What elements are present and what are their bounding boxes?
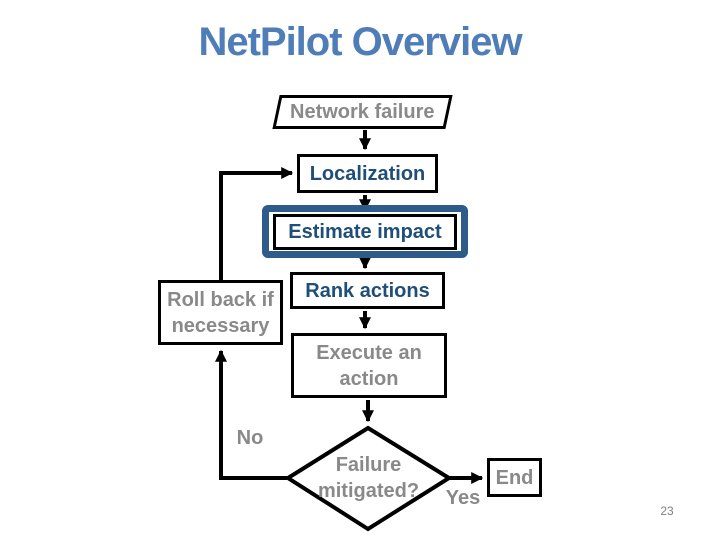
- node-rank-actions: Rank actions: [290, 272, 445, 309]
- node-failure-mitigated-label: Failure mitigated?: [317, 453, 420, 502]
- node-end: End: [487, 458, 542, 497]
- node-localization: Localization: [297, 154, 438, 193]
- edge-label-yes: Yes: [445, 487, 481, 509]
- node-network-failure-label: Network failure: [290, 101, 435, 123]
- node-estimate-impact-label: Estimate impact: [288, 221, 442, 243]
- node-failure-mitigated-shape: [285, 425, 452, 532]
- page-number: 23: [660, 504, 674, 518]
- node-roll-back: Roll back if necessary: [158, 280, 283, 345]
- edge-label-no: No: [236, 427, 264, 449]
- node-rank-actions-label: Rank actions: [305, 279, 430, 302]
- node-execute-action-label: Execute an action: [316, 341, 422, 390]
- arrow-decision-no-to-rollback: [215, 349, 287, 480]
- node-estimate-impact: Estimate impact: [273, 214, 457, 250]
- arrow-rollback-to-localization: [219, 167, 294, 280]
- node-roll-back-label: Roll back if necessary: [167, 288, 274, 337]
- node-end-label: End: [495, 466, 534, 489]
- node-execute-action: Execute an action: [291, 333, 447, 398]
- node-network-failure: Network failure: [272, 95, 453, 129]
- slide-title: NetPilot Overview: [198, 20, 522, 64]
- node-failure-mitigated: Failure mitigated?: [300, 427, 437, 528]
- node-localization-label: Localization: [309, 162, 426, 185]
